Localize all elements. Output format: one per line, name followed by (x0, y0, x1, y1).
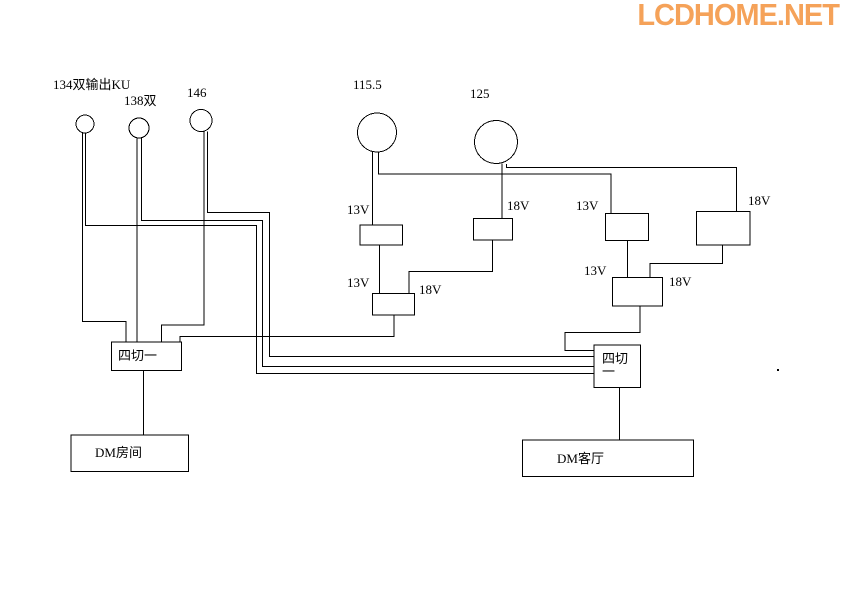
switch-left-box (111, 341, 183, 372)
site-watermark: LCDHOME.NET (637, 0, 840, 33)
lnb-146-label: 146 (187, 85, 207, 100)
cable-combiner6-to-switch-right (564, 306, 641, 352)
lnb-138-circle (128, 117, 150, 139)
lnb-138-label: 138双 (124, 93, 157, 108)
voltage-label-combiner6-right: 18V (669, 274, 692, 289)
cable-134-to-switch-right (85, 133, 594, 374)
voltage-label-combiner6-left: 13V (584, 263, 607, 278)
receiver-room-box (70, 434, 189, 473)
receiver-room-label: DM房间 (95, 445, 142, 460)
receiver-livingroom-box (522, 439, 694, 478)
combiner4-box-13v (605, 212, 649, 242)
combiner6-box (611, 277, 663, 307)
combiner1-box-13v (359, 224, 404, 246)
voltage-label-combiner3-left: 13V (347, 275, 370, 290)
cable-combiner2-to-combiner3 (408, 240, 493, 294)
voltage-label-combiner4: 13V (576, 198, 599, 213)
cable-125-to-combiner5 (506, 164, 738, 212)
voltage-label-combiner2: 18V (507, 198, 530, 213)
lnb-115-5-circle (357, 112, 397, 153)
receiver-livingroom-label: DM客厅 (557, 451, 604, 466)
cable-combiner5-to-combiner6 (649, 245, 724, 278)
lnb-125-circle (474, 120, 518, 164)
stray-dot (777, 369, 779, 371)
switch-left-label: 四切一 (118, 348, 158, 363)
cable-134-to-switch-left (82, 133, 127, 342)
lnb-115-5-label: 115.5 (353, 77, 382, 92)
cable-115-5-to-combiner4 (377, 152, 612, 214)
lnb-134-circle (75, 114, 95, 134)
cable-combiner3-to-switch-left (179, 315, 395, 342)
cable-146-to-switch-left (161, 131, 205, 342)
cable-138-to-switch-right (141, 138, 594, 367)
voltage-label-combiner3-right: 18V (419, 282, 442, 297)
cable-146-to-switch-right (207, 131, 594, 357)
combiner2-box-18v (472, 217, 514, 241)
combiner3-box (372, 292, 415, 316)
lnb-134-label: 134双输出KU (53, 77, 131, 92)
combiner5-box-18v (696, 211, 751, 246)
lnb-125-label: 125 (470, 86, 490, 101)
lnb-146-circle (189, 109, 213, 132)
voltage-label-combiner1: 13V (347, 202, 370, 217)
voltage-label-combiner5: 18V (748, 193, 771, 208)
switch-right-label: 四切一 (602, 351, 629, 379)
